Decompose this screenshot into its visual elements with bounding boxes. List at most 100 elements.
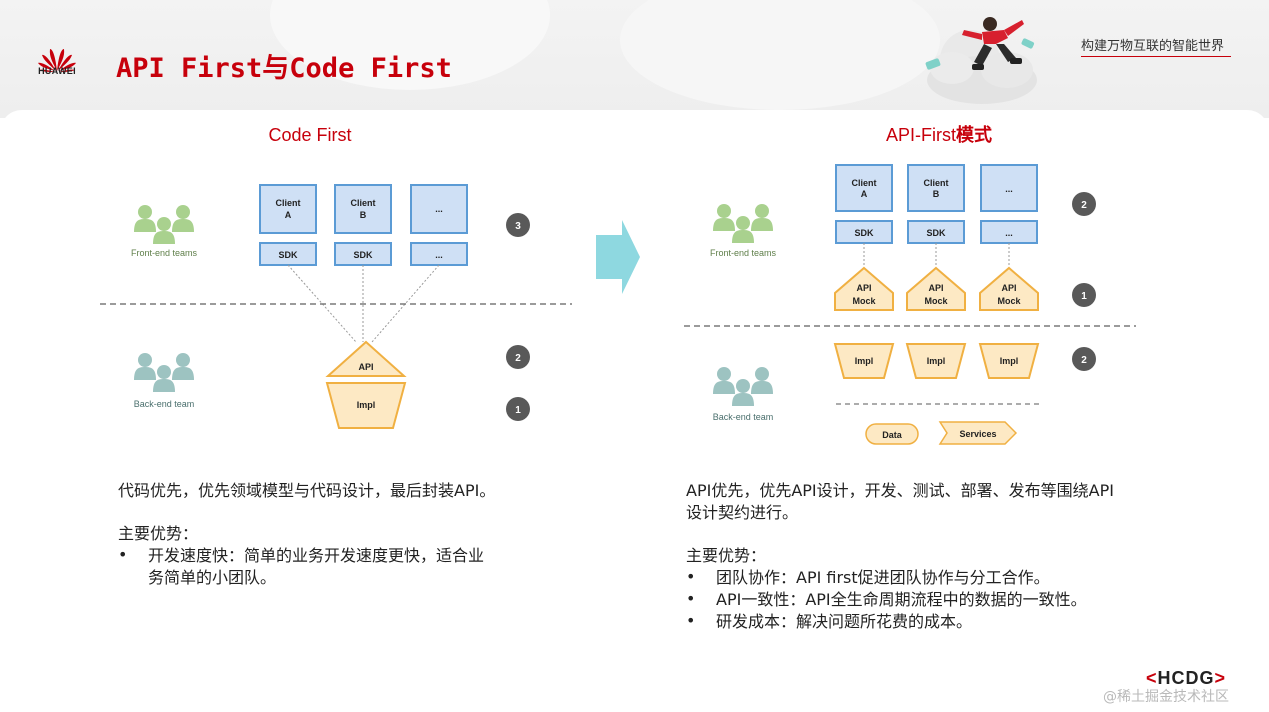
svg-text:2: 2 <box>1081 200 1087 211</box>
transition-arrow-icon <box>596 220 640 294</box>
right-impl-shape: Impl <box>833 343 895 379</box>
hcdg-logo: <HCDG> <box>1146 668 1226 689</box>
right-impl-shape: Impl <box>978 343 1040 379</box>
right-advantage-line: API一致性：API全生命周期流程中的数据的一致性。 <box>716 590 1087 609</box>
right-mock-shape: API Mock <box>834 266 894 311</box>
impl-label: Impl <box>1000 356 1019 366</box>
left-client-box: ... <box>410 184 468 234</box>
client-label: A <box>861 189 868 199</box>
client-label: B <box>360 210 367 220</box>
step-badge: 2 <box>506 345 530 369</box>
services-label: Services <box>959 429 996 439</box>
hcdg-bracket: < <box>1146 668 1158 688</box>
left-client-box: Client A <box>259 184 317 234</box>
step-badge: 1 <box>1072 283 1096 307</box>
sdk-label: ... <box>435 250 443 260</box>
mock-label: Mock <box>852 296 876 306</box>
right-backend-label: Back-end team <box>713 412 774 422</box>
right-mock-shape: API Mock <box>979 266 1039 311</box>
frontend-team-icon <box>713 204 773 243</box>
left-sdk-box: SDK <box>334 242 392 266</box>
client-label: Client <box>350 198 375 208</box>
mock-label: API <box>856 283 871 293</box>
left-backend-label: Back-end team <box>134 399 195 409</box>
svg-text:1: 1 <box>1081 291 1087 302</box>
left-connectors <box>287 264 440 343</box>
slogan-underline <box>1081 56 1231 57</box>
right-connectors <box>863 243 1010 268</box>
left-api-shape: API <box>325 340 407 377</box>
right-mock-shape: API Mock <box>906 266 966 311</box>
right-frontend-label: Front-end teams <box>710 248 777 258</box>
bullet-dot: • <box>686 567 696 586</box>
left-advantages-title: 主要优势： <box>118 524 199 543</box>
client-label: Client <box>923 178 948 188</box>
right-client-box: ... <box>980 164 1038 212</box>
right-description: API优先，优先API设计，开发、测试、部署、发布等围绕API <box>686 481 1114 500</box>
api-label: API <box>358 362 373 372</box>
step-badge: 1 <box>506 397 530 421</box>
right-description: 设计契约进行。 <box>686 503 799 522</box>
left-sdk-box: ... <box>410 242 468 266</box>
huawei-logo-text: HUAWEI <box>38 66 76 76</box>
right-sdk-box: SDK <box>835 220 893 244</box>
client-label: B <box>933 189 940 199</box>
svg-text:2: 2 <box>515 353 521 364</box>
services-shape: Services <box>938 421 1018 445</box>
backend-team-icon <box>134 353 194 392</box>
sdk-label: SDK <box>854 228 874 238</box>
left-client-box: Client B <box>334 184 392 234</box>
bullet-dot: • <box>686 589 696 608</box>
left-impl-shape: Impl <box>325 382 407 429</box>
right-client-box: Client A <box>835 164 893 212</box>
data-store-shape: Data <box>865 423 919 445</box>
watermark: @稀土掘金技术社区 <box>1103 689 1229 705</box>
slogan: 构建万物互联的智能世界 <box>1081 39 1225 54</box>
sdk-label: SDK <box>353 250 373 260</box>
svg-text:1: 1 <box>515 405 521 416</box>
right-client-box: Client B <box>907 164 965 212</box>
svg-text:3: 3 <box>515 221 521 232</box>
client-label: ... <box>435 204 443 214</box>
data-label: Data <box>882 430 903 440</box>
left-sdk-box: SDK <box>259 242 317 266</box>
right-heading: API-First模式 <box>886 124 992 146</box>
frontend-team-icon <box>134 205 194 244</box>
content-panel <box>0 110 1269 712</box>
hcdg-bracket: > <box>1214 668 1227 688</box>
client-label: A <box>285 210 292 220</box>
header-decoration <box>620 0 940 110</box>
impl-label: Impl <box>357 400 376 410</box>
sdk-label: SDK <box>278 250 298 260</box>
sdk-label: ... <box>1005 228 1013 238</box>
right-sdk-box: ... <box>980 220 1038 244</box>
step-badge: 2 <box>1072 347 1096 371</box>
mock-label: Mock <box>997 296 1021 306</box>
right-heading-prefix: API-First <box>886 125 956 145</box>
right-impl-shape: Impl <box>905 343 967 379</box>
client-label: Client <box>275 198 300 208</box>
step-badge: 2 <box>1072 192 1096 216</box>
hero-illustration <box>925 17 1037 104</box>
right-sdk-box: SDK <box>907 220 965 244</box>
mock-label: API <box>1001 283 1016 293</box>
right-advantage-line: 团队协作：API first促进团队协作与分工合作。 <box>716 568 1050 587</box>
right-heading-suffix: 模式 <box>956 124 992 146</box>
mock-label: Mock <box>924 296 948 306</box>
client-label: Client <box>851 178 876 188</box>
page-title: API First与Code First <box>116 53 452 84</box>
left-heading: Code First <box>268 125 351 145</box>
backend-team-icon <box>713 367 773 406</box>
svg-text:2: 2 <box>1081 355 1087 366</box>
right-advantage-line: 研发成本：解决问题所花费的成本。 <box>716 612 973 631</box>
mock-label: API <box>928 283 943 293</box>
left-advantage-line: 开发速度快：简单的业务开发速度更快，适合业 <box>148 546 485 565</box>
left-description: 代码优先，优先领域模型与代码设计，最后封装API。 <box>118 481 496 500</box>
right-advantages-title: 主要优势： <box>686 546 767 565</box>
client-label: ... <box>1005 184 1013 194</box>
bullet-dot: • <box>118 545 128 564</box>
impl-label: Impl <box>927 356 946 366</box>
left-advantage-line: 务简单的小团队。 <box>148 568 277 587</box>
huawei-logo-icon <box>38 49 76 72</box>
hcdg-text: HCDG <box>1157 668 1215 688</box>
